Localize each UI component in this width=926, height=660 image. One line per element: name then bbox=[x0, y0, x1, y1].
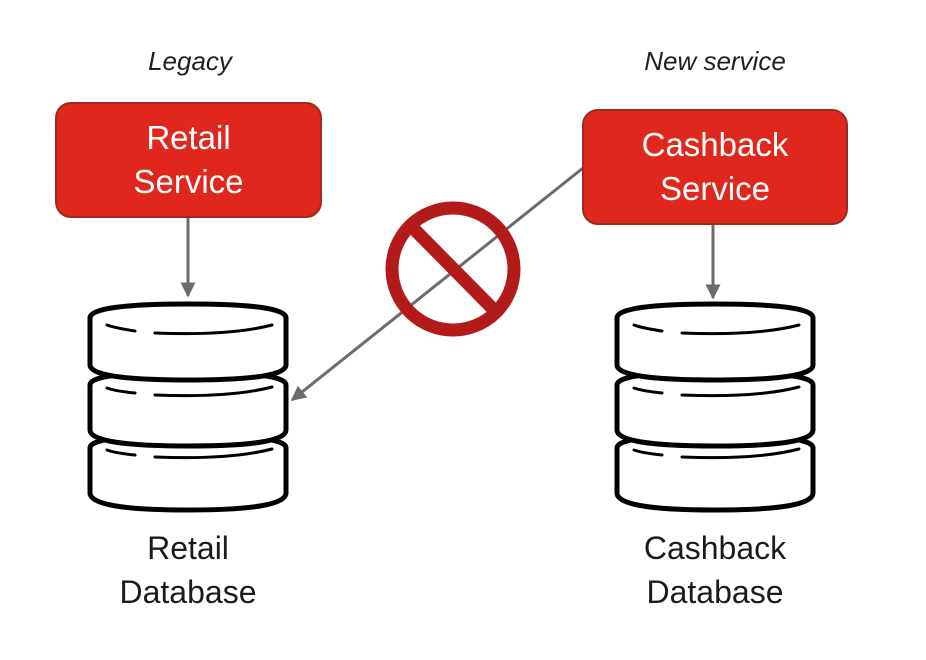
retail-service-box[interactable]: Retail Service bbox=[55, 102, 322, 218]
cashback-service-label-line1: Cashback bbox=[641, 126, 789, 163]
prohibited-icon bbox=[385, 201, 521, 337]
cashback-database-label: Cashback Database bbox=[610, 526, 820, 614]
new-service-label: New service bbox=[644, 46, 786, 76]
cashback-database-icon bbox=[614, 301, 816, 513]
cashback-service-box[interactable]: Cashback Service bbox=[582, 109, 848, 225]
arrow-cashback-service-to-retail-db bbox=[290, 166, 584, 402]
retail-database-label-line2: Database bbox=[119, 574, 257, 610]
retail-service-label-line2: Service bbox=[133, 163, 244, 200]
retail-service-label-line1: Retail bbox=[146, 119, 231, 156]
cashback-database-label-line1: Cashback bbox=[643, 530, 787, 566]
cashback-database-label-line2: Database bbox=[646, 574, 784, 610]
cashback-service-label-line2: Service bbox=[659, 170, 771, 207]
retail-database-icon bbox=[87, 301, 289, 513]
retail-database-label: Retail Database bbox=[88, 526, 288, 614]
retail-database-label-line1: Retail bbox=[147, 530, 229, 566]
legacy-label: Legacy bbox=[148, 46, 232, 76]
